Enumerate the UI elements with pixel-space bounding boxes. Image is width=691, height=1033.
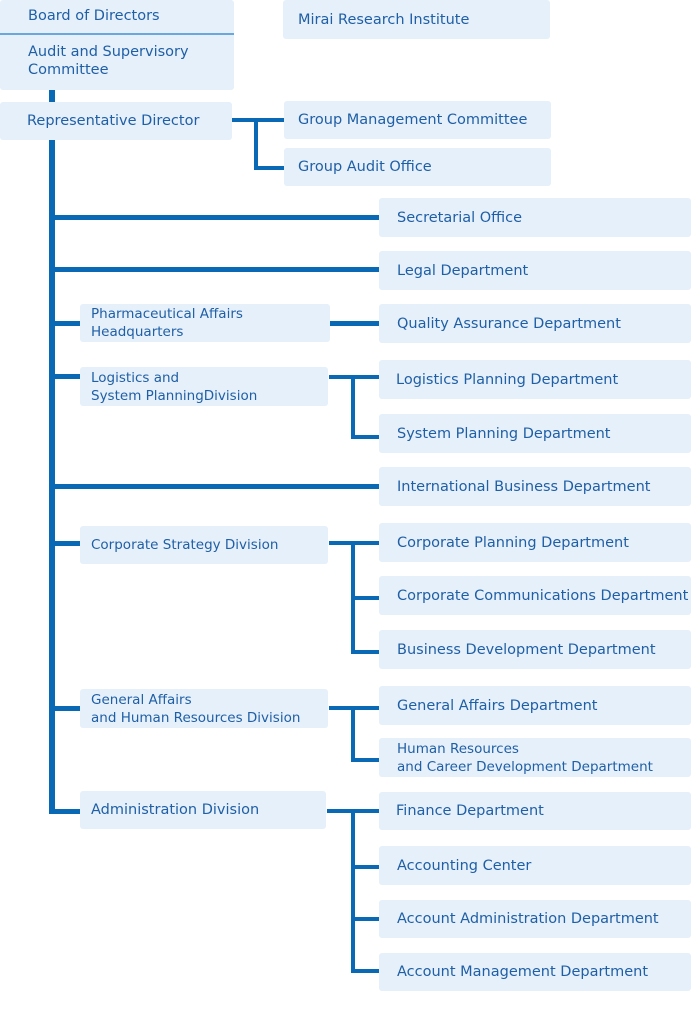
audit-committee-label: Audit and Supervisory Committee [28, 44, 189, 78]
finance-department-label: Finance Department [396, 803, 544, 819]
connector-line [55, 706, 80, 711]
international-business-department-box: International Business Department [379, 467, 691, 506]
general-affairs-department-box: General Affairs Department [379, 686, 691, 725]
board-divider [0, 33, 234, 35]
connector-line [330, 321, 379, 326]
corporate-strategy-division-box: Corporate Strategy Division [80, 526, 328, 564]
system-planning-department-box: System Planning Department [379, 414, 691, 453]
connector-line [351, 865, 379, 869]
accounting-center-box: Accounting Center [379, 846, 691, 885]
international-business-department-label: International Business Department [397, 478, 651, 495]
connector-line [49, 90, 55, 102]
quality-assurance-department-label: Quality Assurance Department [397, 315, 621, 332]
account-administration-department-box: Account Administration Department [379, 900, 691, 938]
corporate-strategy-division-label: Corporate Strategy Division [91, 537, 279, 553]
administration-division-box: Administration Division [80, 791, 326, 829]
legal-department-box: Legal Department [379, 251, 691, 290]
connector-line [55, 809, 80, 814]
secretarial-office-label: Secretarial Office [397, 209, 523, 226]
account-management-department-box: Account Management Department [379, 953, 691, 991]
board-of-directors-label: Board of Directors [28, 8, 160, 24]
connector-line [351, 435, 379, 439]
logistics-planning-department-box: Logistics Planning Department [379, 360, 691, 399]
connector-line [254, 118, 258, 170]
connector-line [351, 706, 355, 762]
corporate-communications-department-label: Corporate Communications Department [397, 587, 689, 604]
secretarial-office-box: Secretarial Office [379, 198, 691, 237]
connector-line [351, 917, 379, 921]
logistics-system-planning-division-box: Logistics and System PlanningDivision [80, 367, 328, 406]
group-management-committee-label: Group Management Committee [298, 112, 528, 128]
corporate-planning-department-box: Corporate Planning Department [379, 523, 691, 562]
mirai-research-institute-label: Mirai Research Institute [298, 11, 470, 28]
business-development-department-box: Business Development Department [379, 630, 691, 669]
finance-department-box: Finance Department [379, 792, 691, 830]
human-resources-career-development-department-box: Human Resources and Career Development D… [379, 738, 691, 777]
account-administration-department-label: Account Administration Department [397, 911, 659, 927]
connector-line [254, 166, 284, 170]
quality-assurance-department-box: Quality Assurance Department [379, 304, 691, 343]
human-resources-career-development-department-label: Human Resources and Career Development D… [397, 740, 653, 775]
connector-line [55, 541, 80, 546]
legal-department-label: Legal Department [397, 262, 529, 279]
corporate-communications-department-box: Corporate Communications Department [379, 576, 691, 615]
connector-line [55, 321, 80, 326]
accounting-center-label: Accounting Center [397, 857, 532, 874]
board-box: Board of Directors Audit and Supervisory… [0, 0, 234, 90]
representative-director-label: Representative Director [27, 113, 200, 129]
connector-line [55, 215, 379, 220]
main-trunk-line [49, 140, 55, 814]
connector-line [351, 375, 355, 439]
pharmaceutical-affairs-hq-label: Pharmaceutical Affairs Headquarters [91, 306, 243, 340]
system-planning-department-label: System Planning Department [397, 425, 611, 442]
connector-line [351, 650, 379, 654]
connector-line [351, 596, 379, 600]
business-development-department-label: Business Development Department [397, 641, 656, 658]
mirai-research-institute-box: Mirai Research Institute [283, 0, 550, 39]
representative-director-box: Representative Director [0, 102, 232, 140]
pharmaceutical-affairs-hq-box: Pharmaceutical Affairs Headquarters [80, 304, 330, 342]
connector-line [55, 267, 379, 272]
logistics-planning-department-label: Logistics Planning Department [396, 371, 619, 388]
connector-line [232, 118, 284, 122]
connector-line [351, 758, 379, 762]
general-affairs-department-label: General Affairs Department [397, 697, 598, 714]
connector-line [351, 969, 379, 973]
connector-line [351, 809, 355, 973]
general-affairs-hr-division-label: General Affairs and Human Resources Divi… [91, 691, 301, 726]
connector-line [55, 374, 80, 379]
logistics-system-planning-division-label: Logistics and System PlanningDivision [91, 369, 258, 404]
administration-division-label: Administration Division [91, 802, 260, 818]
corporate-planning-department-label: Corporate Planning Department [397, 534, 629, 551]
group-audit-office-label: Group Audit Office [298, 159, 432, 175]
general-affairs-hr-division-box: General Affairs and Human Resources Divi… [80, 689, 328, 728]
group-audit-office-box: Group Audit Office [284, 148, 551, 186]
connector-line [55, 484, 379, 489]
account-management-department-label: Account Management Department [397, 964, 649, 980]
group-management-committee-box: Group Management Committee [284, 101, 551, 139]
